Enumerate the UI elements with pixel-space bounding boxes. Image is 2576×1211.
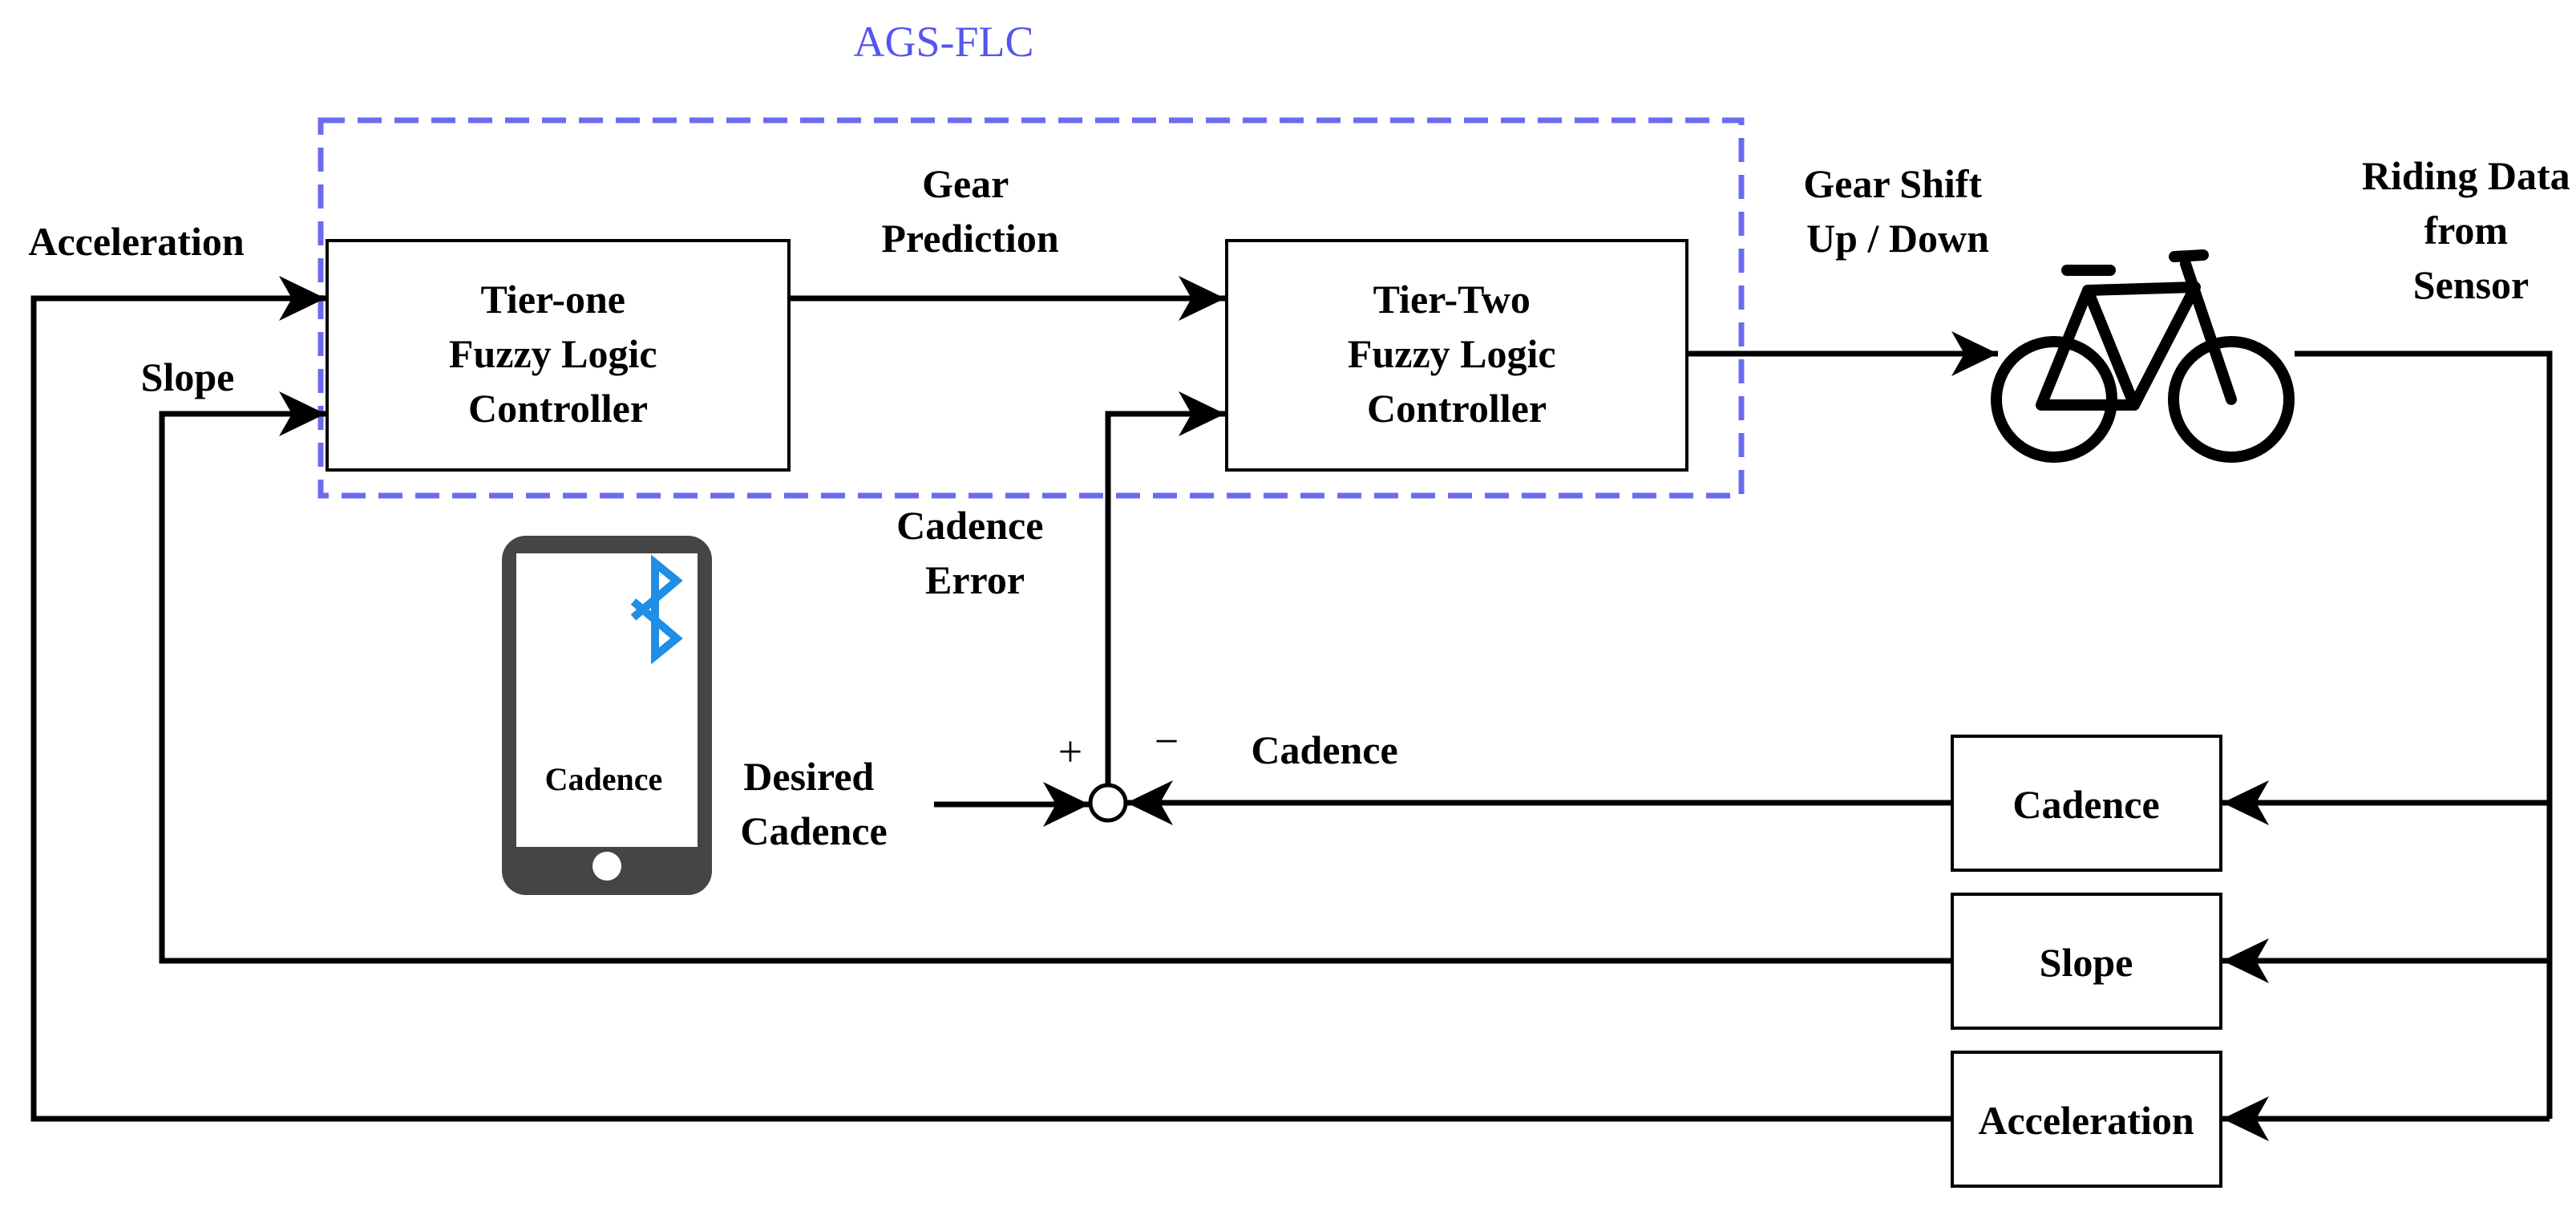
cadence-error-line-1: Cadence [896,503,1043,548]
ags-flc-title: AGS-FLC [853,18,1033,66]
riding-data-line-2: from [2424,208,2508,253]
cadence-error-line [1105,391,1225,784]
cadence-error-label: Cadence Error [896,503,1053,602]
gear-prediction-line-2: Prediction [881,216,1058,261]
gear-shift-label: Gear Shift Up / Down [1803,161,1992,261]
gear-shift-line-1: Gear Shift [1803,161,1982,206]
cadence-error-line-2: Error [925,557,1025,602]
cadence-sensor-label: Cadence [2012,782,2159,827]
plus-sign: + [1058,727,1082,776]
phone-cadence-label: Cadence [545,761,663,797]
tier-one-line-1: Tier-one [480,277,625,322]
cadence-sensor-block [1951,735,2222,872]
gear-shift-line-2: Up / Down [1806,216,1989,261]
riding-data-line-3: Sensor [2413,262,2529,307]
tier-two-label: Tier-Two Fuzzy Logic Controller [1348,277,1566,431]
slope-sensor-block [1951,893,2222,1030]
acceleration-feedback-line [30,276,1952,1122]
summing-junction [1088,783,1128,823]
acceleration-input-label: Acceleration [28,219,245,264]
slope-input-label: Slope [141,354,235,399]
acceleration-sensor-label: Acceleration [1978,1098,2194,1143]
tier-one-label: Tier-one Fuzzy Logic Controller [449,277,667,431]
tier-one-line-3: Controller [468,386,648,431]
riding-data-label: Riding Data from Sensor [2362,153,2576,307]
tier-two-line-2: Fuzzy Logic [1348,331,1556,376]
slope-sensor-label: Slope [2040,940,2133,985]
cadence-feedback-label: Cadence [1251,727,1397,772]
tier-two-line-3: Controller [1367,386,1547,431]
riding-data-trunk-line [2295,350,2553,1119]
desired-cadence-line-1: Desired [743,754,874,799]
minus-sign: − [1155,717,1179,765]
bicycle-icon [1991,249,2295,463]
tier-one-controller-block [326,239,791,472]
tier-one-line-2: Fuzzy Logic [449,331,657,376]
slope-feedback-line [159,391,1952,964]
gear-prediction-line-1: Gear [922,161,1009,206]
desired-cadence-label: Desired Cadence [740,754,887,853]
desired-cadence-line-2: Cadence [740,808,887,853]
tier-two-line-1: Tier-Two [1373,277,1531,322]
gear-prediction-label: Gear Prediction [881,161,1058,261]
phone-icon: Cadence [502,536,712,895]
tier-two-controller-block [1225,239,1688,472]
riding-data-line-1: Riding Data [2362,153,2570,198]
bluetooth-icon [630,554,683,665]
